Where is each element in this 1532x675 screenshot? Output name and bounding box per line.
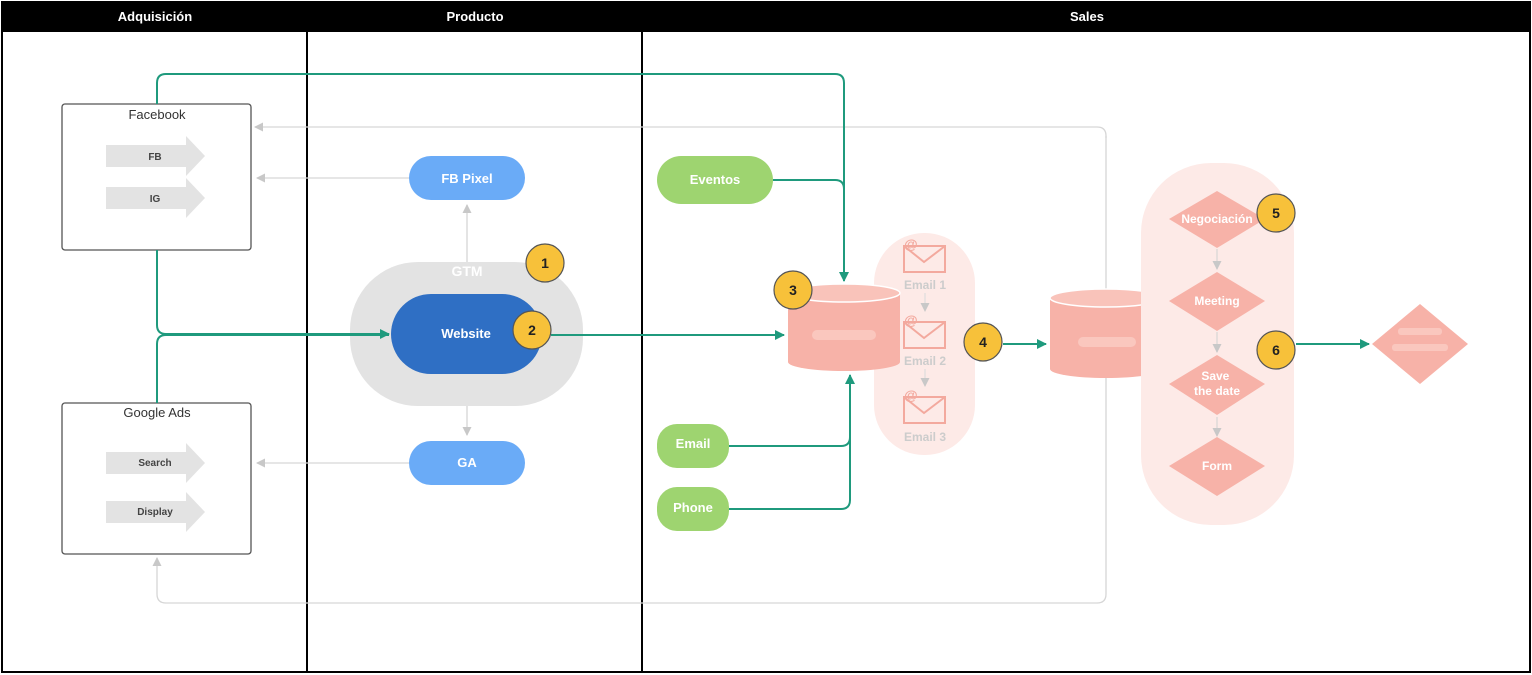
step-badge-3: 3: [773, 270, 813, 310]
ga-label: GA: [457, 455, 477, 470]
fb-pixel-label: FB Pixel: [441, 171, 492, 186]
email-3-group: @ Email 3: [903, 387, 946, 444]
search-channel-label: Search: [138, 458, 171, 469]
save-the-date-line-2: the date: [1194, 384, 1240, 398]
at-sign-icon: @: [904, 387, 918, 403]
lane-title-acquisition: Adquisición: [118, 9, 192, 24]
feedback-loop-top: [254, 122, 1107, 138]
google-ads-to-website-flow: [156, 334, 389, 403]
facebook-to-website-flow: [156, 250, 390, 339]
google-ads-title: Google Ads: [123, 405, 191, 420]
svg-text:4: 4: [979, 334, 987, 350]
search-channel-arrow: [106, 443, 205, 483]
step-badge-5: 5: [1256, 193, 1296, 233]
email-2-label: Email 2: [904, 354, 946, 368]
form-label: Form: [1202, 459, 1232, 473]
lane-title-product: Producto: [446, 9, 503, 24]
svg-text:6: 6: [1272, 342, 1280, 358]
ig-channel-arrow: [106, 178, 205, 218]
email-1-group: @ Email 1: [903, 236, 946, 292]
eventos-to-database-flow: [773, 179, 845, 281]
save-the-date-node: Save the date: [1169, 355, 1265, 415]
save-the-date-label: Save the date: [1194, 369, 1240, 398]
form-node: Form: [1169, 437, 1265, 496]
email-3-label: Email 3: [904, 430, 946, 444]
save-the-date-line-1: Save: [1201, 369, 1229, 383]
ga-node: [409, 441, 525, 485]
phone-to-database-flow: [729, 380, 851, 510]
envelope-icon: [903, 321, 946, 349]
email-source-node: [657, 424, 729, 468]
step-badge-4: 4: [963, 322, 1003, 362]
lane-header-bar: [2, 2, 1530, 32]
ig-channel-label: IG: [150, 194, 161, 205]
phone-source-node: [657, 487, 729, 531]
negociacion-label: Negociación: [1181, 212, 1252, 226]
email-sequence-lane: [874, 233, 975, 455]
envelope-flap-icon: [903, 245, 946, 264]
step-badge-6: 6: [1256, 330, 1296, 370]
email-source-label: Email: [676, 436, 711, 451]
fb-channel-label: FB: [148, 152, 161, 163]
meeting-node: Meeting: [1169, 272, 1265, 331]
display-channel-arrow: [106, 492, 205, 532]
facebook-box: [61, 103, 252, 251]
envelope-flap-icon: [903, 396, 946, 415]
email-2-group: @ Email 2: [903, 312, 946, 368]
feedback-loop-bottom: [152, 136, 1107, 604]
step-badge-2: 2: [512, 310, 552, 350]
website-node: [391, 294, 542, 374]
fb-channel-arrow: [106, 136, 205, 176]
display-channel-label: Display: [137, 507, 173, 518]
gtm-label: GTM: [451, 263, 482, 279]
database-1-icon: [787, 283, 901, 371]
meeting-label: Meeting: [1194, 294, 1239, 308]
envelope-flap-icon: [903, 321, 946, 340]
svg-text:5: 5: [1272, 205, 1280, 221]
website-label: Website: [441, 326, 491, 341]
svg-text:2: 2: [528, 322, 536, 338]
facebook-to-database-flow: [156, 73, 849, 282]
eventos-label: Eventos: [690, 172, 741, 187]
at-sign-icon: @: [904, 312, 918, 328]
at-sign-icon: @: [904, 236, 918, 252]
negociacion-node: Negociación: [1169, 191, 1265, 248]
svg-text:3: 3: [789, 282, 797, 298]
database-2-icon: [1049, 288, 1163, 378]
final-outcome-node: [1372, 304, 1468, 384]
phone-source-label: Phone: [673, 500, 713, 515]
google-ads-box: [61, 402, 252, 555]
svg-text:1: 1: [541, 255, 549, 271]
envelope-icon: [903, 245, 946, 273]
lane-title-sales: Sales: [1070, 9, 1104, 24]
email-to-database-flow: [729, 374, 855, 447]
facebook-title: Facebook: [128, 107, 186, 122]
step-badge-1: 1: [525, 243, 565, 283]
envelope-icon: [903, 396, 946, 424]
eventos-node: [657, 156, 773, 204]
fb-pixel-node: [409, 156, 525, 200]
email-1-label: Email 1: [904, 278, 946, 292]
